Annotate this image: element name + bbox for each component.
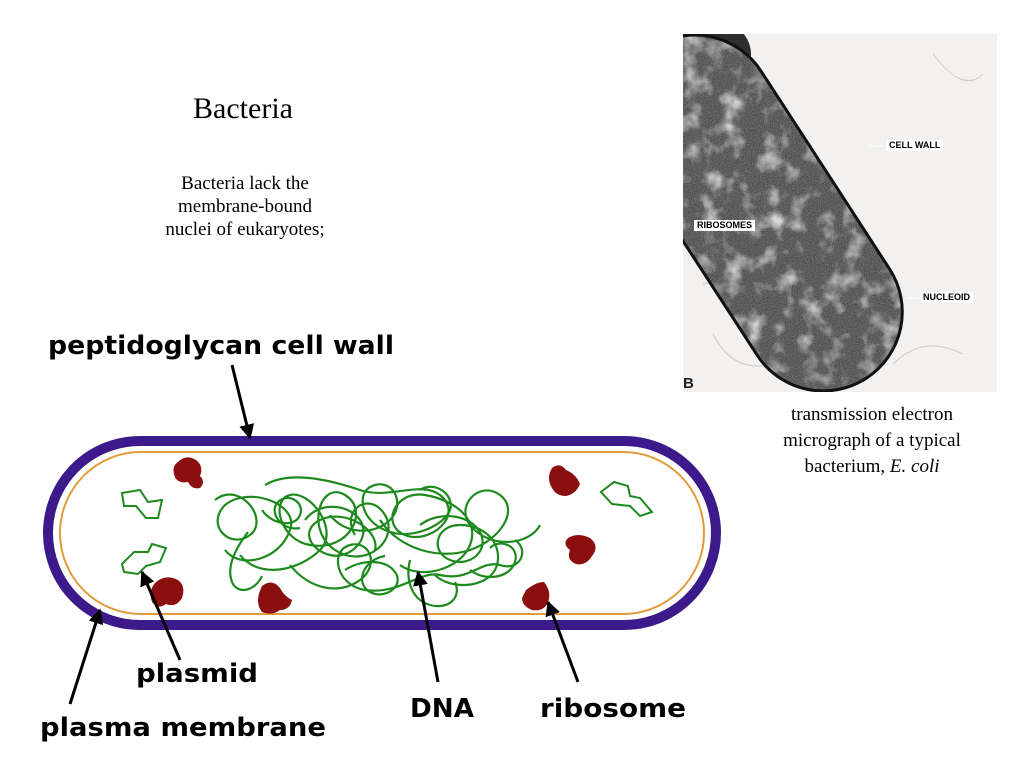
ribosome-shape bbox=[258, 582, 292, 614]
label-plasmid: plasmid bbox=[136, 659, 258, 689]
micrograph-image bbox=[683, 34, 997, 392]
plasmid-shape bbox=[120, 542, 168, 576]
micrograph-label-ribosomes: RIBOSOMES bbox=[694, 220, 756, 231]
slide-title: Bacteria bbox=[193, 92, 293, 125]
plasmid-shape bbox=[599, 480, 654, 518]
plasma-membrane-shape bbox=[59, 451, 705, 615]
micrograph-panel-letter: B bbox=[683, 375, 694, 392]
cell-wall-shape bbox=[43, 436, 721, 630]
electron-micrograph: CELL WALL RIBOSOMES NUCLEOID B bbox=[683, 34, 997, 392]
micrograph-label-nucleoid: NUCLEOID bbox=[920, 292, 973, 303]
arrow-plasma-membrane bbox=[68, 608, 104, 705]
label-dna: DNA bbox=[410, 694, 474, 724]
caption-line: micrograph of a typical bbox=[783, 430, 961, 451]
caption-species: E. coli bbox=[889, 456, 940, 477]
label-plasma-membrane: plasma membrane bbox=[40, 713, 326, 743]
caption-line-text: bacterium, bbox=[804, 456, 886, 477]
arrow-cell-wall bbox=[230, 364, 255, 440]
label-ribosome: ribosome bbox=[540, 694, 686, 724]
ribosome-shape bbox=[150, 577, 184, 607]
caption-line: bacterium, E. coli bbox=[745, 454, 999, 480]
caption-line: transmission electron bbox=[791, 404, 953, 425]
ribosome-group bbox=[150, 457, 596, 614]
arrow-plasmid bbox=[140, 570, 182, 661]
ribosome-shape bbox=[522, 582, 550, 611]
ribosome-shape bbox=[173, 457, 203, 489]
plasmid-shape bbox=[120, 488, 164, 519]
micrograph-label-cell-wall: CELL WALL bbox=[886, 140, 944, 151]
intro-line: Bacteria lack the bbox=[181, 173, 309, 194]
micrograph-caption: transmission electron micrograph of a ty… bbox=[745, 402, 999, 480]
arrow-ribosome bbox=[545, 600, 580, 683]
label-peptidoglycan-cell-wall: peptidoglycan cell wall bbox=[48, 331, 394, 361]
intro-line: nuclei of eukaryotes; bbox=[165, 219, 325, 240]
dna-tangle bbox=[214, 476, 541, 608]
ribosome-shape bbox=[565, 535, 596, 565]
ribosome-shape bbox=[549, 465, 580, 496]
intro-text: Bacteria lack the membrane-bound nuclei … bbox=[125, 172, 365, 241]
intro-line: membrane-bound bbox=[177, 196, 312, 217]
bacterium-diagram: peptidoglycan cell wall plasmid DNA ribo… bbox=[40, 331, 721, 743]
arrow-dna bbox=[413, 570, 440, 683]
